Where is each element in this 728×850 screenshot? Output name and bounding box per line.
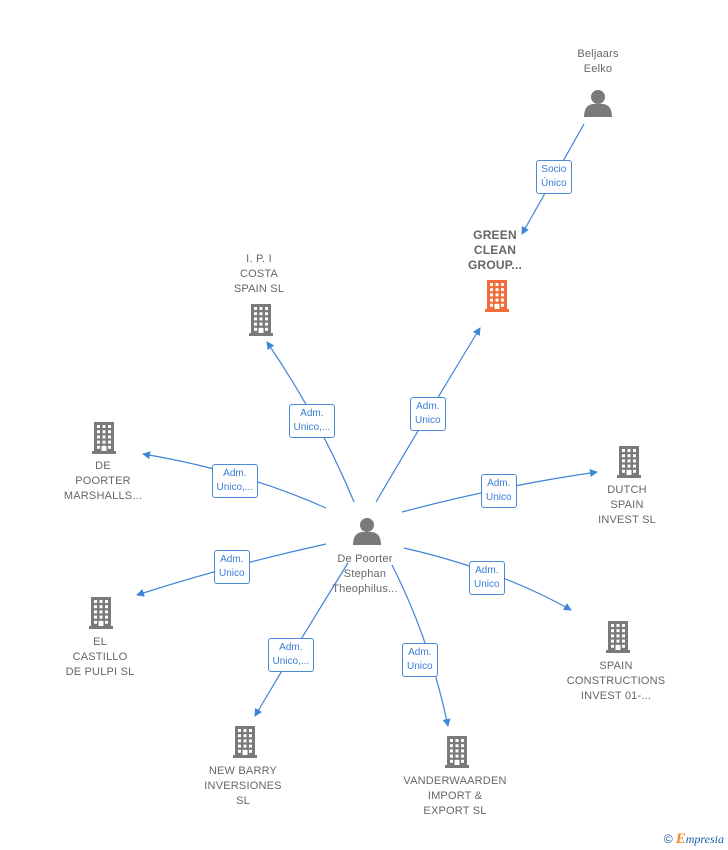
edge-label-center-newbarry[interactable]: Adm. Unico,... bbox=[267, 638, 315, 672]
brand-initial: E bbox=[675, 831, 686, 847]
edges-layer bbox=[136, 123, 598, 727]
person-icon-beljaars[interactable] bbox=[584, 90, 612, 117]
building-icon-newbarry[interactable] bbox=[233, 726, 257, 758]
building-icon-green[interactable] bbox=[485, 280, 509, 312]
node-label-beljaars[interactable]: Beljaars Eelko bbox=[577, 48, 619, 75]
edge-label-center-green[interactable]: Adm. Unico bbox=[410, 397, 446, 431]
edge-label-center-depoorter_m[interactable]: Adm. Unico,... bbox=[211, 464, 259, 498]
node-label-castillo[interactable]: EL CASTILLO DE PULPI SL bbox=[65, 635, 135, 678]
node-label-center[interactable]: De Poorter Stephan Theophilus... bbox=[332, 552, 398, 595]
icons-layer bbox=[89, 90, 641, 768]
node-label-newbarry[interactable]: NEW BARRY INVERSIONES SL bbox=[204, 764, 282, 807]
building-icon-dutch[interactable] bbox=[617, 446, 641, 478]
person-icon-center[interactable] bbox=[353, 518, 381, 545]
building-icon-spainc[interactable] bbox=[606, 621, 630, 653]
brand-name: mpresia bbox=[685, 832, 724, 846]
edge-label-center-vander[interactable]: Adm. Unico bbox=[402, 643, 438, 677]
edge-label-center-spainc[interactable]: Adm. Unico bbox=[469, 561, 505, 595]
building-icon-vander[interactable] bbox=[445, 736, 469, 768]
node-label-ipi[interactable]: I. P. I COSTA SPAIN SL bbox=[233, 252, 285, 295]
edge-label-center-ipi[interactable]: Adm. Unico,... bbox=[288, 404, 336, 438]
copyright-symbol: © bbox=[663, 832, 673, 846]
node-label-vander[interactable]: VANDERWAARDEN IMPORT & EXPORT SL bbox=[403, 774, 507, 817]
node-label-green[interactable]: GREEN CLEAN GROUP... bbox=[467, 227, 523, 272]
edge-center-vander bbox=[391, 564, 451, 727]
building-icon-castillo[interactable] bbox=[89, 597, 113, 629]
node-label-spainc[interactable]: SPAIN CONSTRUCTIONS INVEST 01-... bbox=[566, 659, 666, 702]
node-label-depoorter_m[interactable]: DE POORTER MARSHALLS... bbox=[63, 459, 143, 502]
edge-label-beljaars-green[interactable]: Socio Único bbox=[536, 160, 572, 194]
node-label-dutch[interactable]: DUTCH SPAIN INVEST SL bbox=[598, 483, 656, 526]
edge-label-center-castillo[interactable]: Adm. Unico bbox=[214, 550, 250, 584]
edge-label-center-dutch[interactable]: Adm. Unico bbox=[481, 474, 517, 508]
building-icon-ipi[interactable] bbox=[249, 304, 273, 336]
brand-logo: © Empresia bbox=[664, 831, 724, 848]
building-icon-depoorter_m[interactable] bbox=[92, 422, 116, 454]
